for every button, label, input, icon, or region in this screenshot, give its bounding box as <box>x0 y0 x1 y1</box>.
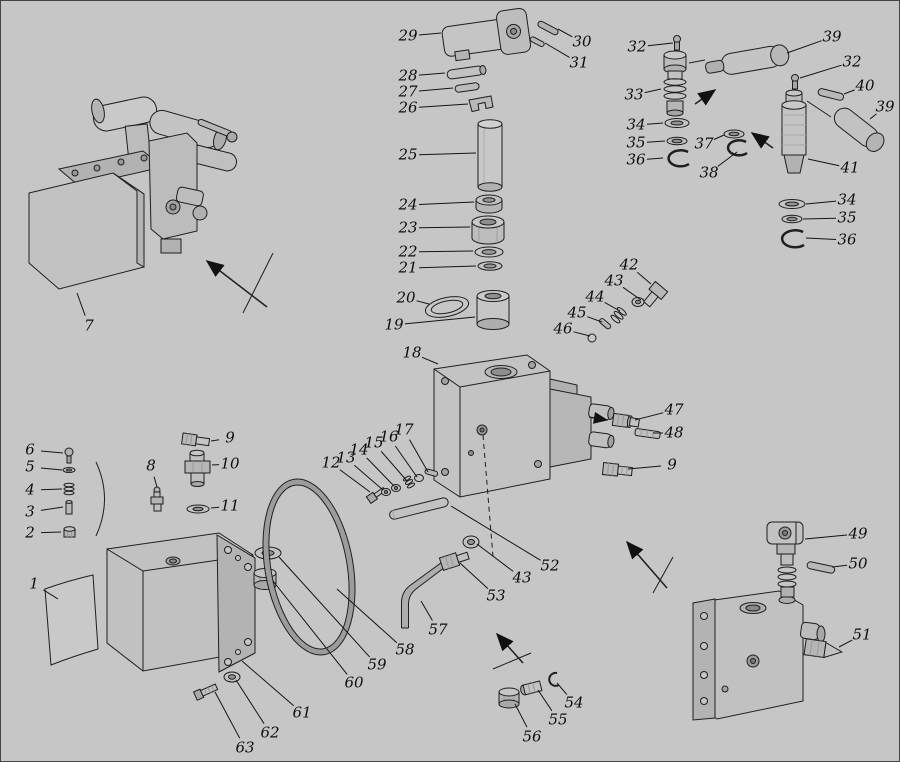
part-number-label: 12 <box>321 453 341 472</box>
pump-assembly-left <box>28 96 238 290</box>
part-number-label: 35 <box>837 208 857 227</box>
part-number-label: 34 <box>626 115 646 134</box>
valve-parts-diagonal <box>587 280 669 343</box>
part-number-label: 3 <box>25 502 35 521</box>
part-number-label: 29 <box>398 26 418 45</box>
part-number-label: 39 <box>822 27 842 46</box>
l-pipe <box>401 559 450 629</box>
union-fitting <box>181 432 211 514</box>
part-number-label: 30 <box>572 32 592 51</box>
push-rod <box>389 497 449 520</box>
part-number-label: 9 <box>225 428 235 447</box>
artwork-root <box>28 7 885 739</box>
part-number-label: 48 <box>664 423 684 442</box>
part-number-label: 22 <box>398 242 418 261</box>
part-number-label: 24 <box>398 195 418 214</box>
tappet-parts-row <box>365 468 439 505</box>
part-number-label: 26 <box>398 98 418 117</box>
part-number-label: 51 <box>852 625 872 644</box>
part-number-label: 4 <box>25 480 35 499</box>
gasket-sheet <box>44 574 99 666</box>
part-number-label: 39 <box>875 97 895 116</box>
part-number-label: 37 <box>694 134 714 153</box>
part-number-label: 10 <box>220 454 240 473</box>
part-number-label: 31 <box>569 53 589 72</box>
plunger-assembly-right-2 <box>778 74 885 249</box>
main-housing <box>433 354 615 558</box>
part-number-label: 43 <box>512 568 532 587</box>
part-number-label: 25 <box>398 145 418 164</box>
part-number-label: 46 <box>553 319 573 338</box>
plunger-assembly-right-1 <box>663 35 790 168</box>
part-number-label: 42 <box>619 255 639 274</box>
part-number-label: 19 <box>384 315 404 334</box>
body-side-fasteners <box>601 412 661 477</box>
part-number-label: 54 <box>564 693 584 712</box>
part-number-label: 1 <box>29 574 39 593</box>
part-number-label: 13 <box>336 448 356 467</box>
part-number-label: 15 <box>364 433 384 452</box>
part-number-label: 8 <box>146 456 156 475</box>
part-number-label: 16 <box>379 427 399 446</box>
fasteners-left-column <box>62 447 105 538</box>
part-number-label: 11 <box>220 496 240 515</box>
banjo-bolt <box>438 551 470 572</box>
part-number-label: 5 <box>25 457 35 476</box>
part-number-label: 59 <box>367 655 387 674</box>
part-number-label: 40 <box>855 76 875 95</box>
part-number-label: 50 <box>848 554 868 573</box>
plug-parts <box>498 671 560 709</box>
part-number-label: 21 <box>398 258 418 277</box>
part-number-label: 41 <box>840 158 860 177</box>
grease-fitting <box>150 486 164 512</box>
part-number-label: 6 <box>25 440 35 459</box>
part-number-label: 32 <box>627 37 647 56</box>
washer-lower <box>462 535 480 549</box>
part-number-label: 17 <box>394 420 414 439</box>
part-number-label: 27 <box>398 82 418 101</box>
part-number-label: 36 <box>837 230 857 249</box>
part-number-label: 9 <box>667 455 677 474</box>
part-number-label: 14 <box>349 440 369 459</box>
lower-housing-assembly <box>106 532 282 701</box>
part-number-label: 62 <box>260 723 280 742</box>
part-number-label: 47 <box>664 400 684 419</box>
part-number-label: 55 <box>548 710 568 729</box>
part-number-label: 7 <box>84 316 94 335</box>
direction-arrows <box>205 89 774 670</box>
part-number-label: 34 <box>837 190 857 209</box>
part-number-label: 33 <box>624 85 644 104</box>
part-number-label: 32 <box>842 52 862 71</box>
part-number-label: 58 <box>395 640 415 659</box>
o-ring-large <box>262 478 356 656</box>
part-number-label: 57 <box>428 620 448 639</box>
bottom-right-housing <box>692 521 844 721</box>
part-number-label: 52 <box>540 556 560 575</box>
part-number-label: 28 <box>398 66 418 85</box>
part-number-label: 63 <box>235 738 255 757</box>
part-number-label: 36 <box>626 150 646 169</box>
part-number-label: 44 <box>585 287 605 306</box>
part-number-label: 45 <box>567 303 587 322</box>
leader-lines <box>40 28 877 739</box>
part-number-label: 60 <box>344 673 364 692</box>
part-number-label: 43 <box>604 271 624 290</box>
part-number-label: 38 <box>699 163 719 182</box>
part-number-label: 18 <box>402 343 422 362</box>
part-number-label: 23 <box>398 218 418 237</box>
part-number-label: 56 <box>522 727 542 746</box>
part-number-label: 35 <box>626 133 646 152</box>
part-number-label: 2 <box>25 523 35 542</box>
part-number-label: 53 <box>486 586 506 605</box>
part-number-label: 61 <box>292 703 312 722</box>
delivery-valve-exploded-column <box>424 7 559 330</box>
part-number-label: 20 <box>396 288 416 307</box>
part-number-label: 49 <box>848 524 868 543</box>
